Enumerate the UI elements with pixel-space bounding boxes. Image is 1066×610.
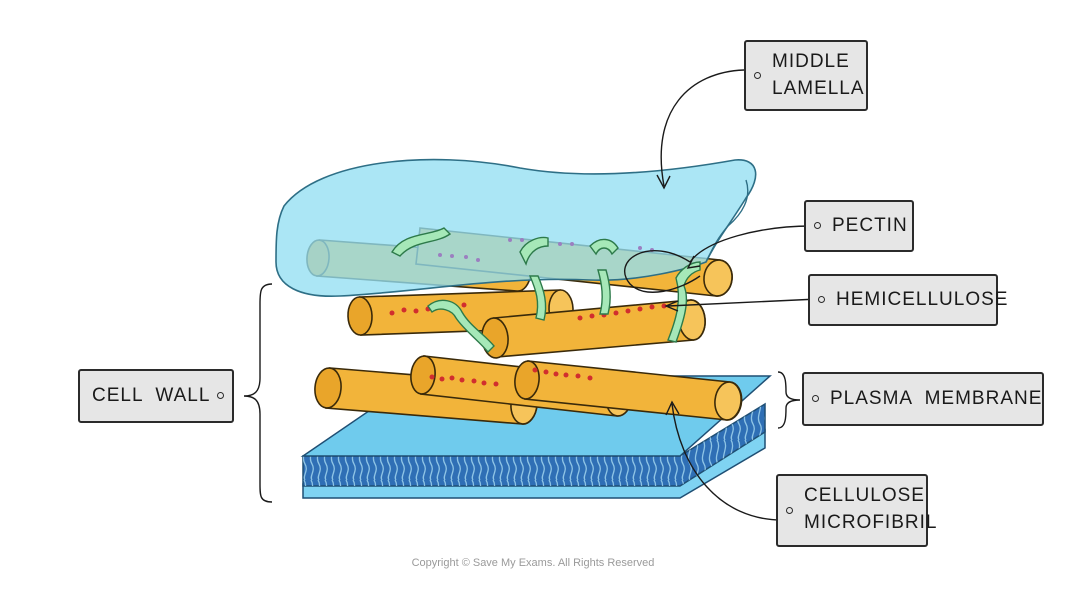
pectin-pointer [689,225,813,263]
tag-hole-icon [217,392,224,399]
copyright-notice: Copyright © Save My Exams. All Rights Re… [411,557,655,569]
cellulose-microfibril-line-1: CELLULOSE [804,485,925,506]
cellulose-microfibril-arrowhead [665,400,680,416]
cellulose-microfibril-pointer [671,403,783,521]
pectin-loop [624,250,701,293]
middle-lamella-arrowhead [656,174,671,190]
pectin-arrowhead [686,255,701,269]
middle-lamella-pointer [660,69,745,187]
hemicellulose-text: HEMICELLULOSE [836,289,1009,310]
hemicellulose-dots-lower [429,367,593,387]
pectin-strands [391,227,701,354]
cellulose-microfibril-e [481,299,706,359]
cellulose-layer-middle [347,289,706,359]
cellulose-layer-lower [314,355,743,425]
middle-lamella-line-2: LAMELLA [772,78,865,99]
cell-wall-text: CELL WALL [92,385,211,406]
pectin-text: PECTIN [832,215,908,236]
tag-hole-icon [812,395,819,402]
label-cellulose-microfibril: CELLULOSE MICROFIBRIL [776,474,938,547]
tag-hole-icon [814,222,821,229]
tag-hole-icon [754,71,761,79]
cell-wall-bracket [243,283,273,503]
label-middle-lamella: MIDDLE LAMELLA [744,40,868,111]
leader-lines [243,69,819,521]
tag-hole-icon [818,296,825,303]
cellulose-microfibril-line-2: MICROFIBRIL [804,512,938,533]
label-pectin: PECTIN [804,200,914,252]
hemicellulose-arrowhead [664,300,679,312]
hemicellulose-dots-middle [389,302,667,321]
middle-lamella-line-1: MIDDLE [772,51,850,72]
hemicellulose-pointer [667,298,819,307]
middle-lamella [275,158,757,297]
label-cell-wall: CELL WALL [78,369,234,423]
label-hemicellulose: HEMICELLULOSE [808,274,1009,326]
label-plasma-membrane: PLASMA MEMBRANE [802,372,1044,426]
plasma-membrane-text: PLASMA MEMBRANE [830,388,1043,409]
tag-hole-icon [786,506,793,514]
plasma-membrane-bracket [777,371,801,429]
